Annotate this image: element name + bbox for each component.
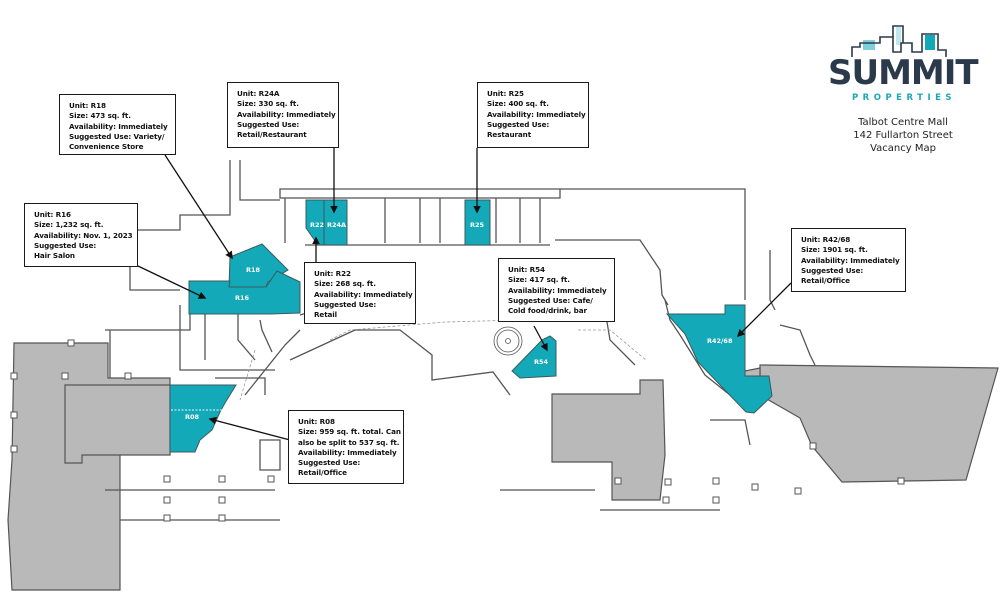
callout-r18: Unit: R18 Size: 473 sq. ft. Availability… xyxy=(59,94,176,155)
callout-line: Retail/Restaurant xyxy=(237,130,307,140)
callout-line: Suggested Use: Variety/ xyxy=(69,131,165,141)
unit-r25-area[interactable] xyxy=(464,199,491,246)
unit-r24a-area[interactable] xyxy=(323,199,348,246)
callout-line: Restaurant xyxy=(487,130,532,140)
callout-line: Unit: R25 xyxy=(487,89,524,98)
callout-line: Availability: Immediately xyxy=(298,447,397,457)
unit-r16-area[interactable] xyxy=(188,270,301,315)
callout-line: Size: 268 sq. ft. xyxy=(314,279,376,289)
callout-line: Retail/Office xyxy=(298,468,347,478)
callout-line: Suggested Use: xyxy=(34,240,97,250)
unit-label-r08: R08 xyxy=(185,413,200,421)
callout-line: Size: 330 sq. ft. xyxy=(237,99,299,109)
callout-line: Size: 400 sq. ft. xyxy=(487,99,549,109)
callout-line: Availability: Immediately xyxy=(237,109,336,119)
unit-labels: R18 R24A R25 R16 R22 R54 R42/68 R08 xyxy=(185,221,733,421)
unit-label-r22: R22 xyxy=(310,221,324,229)
callout-line: Availability: Immediately xyxy=(69,121,168,131)
callout-line: Size: 417 sq. ft. xyxy=(508,275,570,285)
unit-r42-68-area[interactable] xyxy=(665,304,773,414)
callout-line: Availability: Immediately xyxy=(314,289,413,299)
central-service-core xyxy=(551,379,666,501)
callout-line: Hair Salon xyxy=(34,251,75,261)
callout-r08: Unit: R08 Size: 959 sq. ft. total. Can a… xyxy=(288,410,404,484)
callout-line: Availability: Immediately xyxy=(487,109,586,119)
unit-label-r42-68: R42/68 xyxy=(707,337,733,345)
unit-r22-area[interactable] xyxy=(305,199,325,246)
logo-wordmark: SUMMIT xyxy=(828,53,979,93)
callout-line: Unit: R42/68 xyxy=(801,235,851,244)
logo-skyline-icon xyxy=(851,25,947,57)
unit-label-r25: R25 xyxy=(470,221,485,229)
callout-r54: Unit: R54 Size: 417 sq. ft. Availability… xyxy=(498,258,615,322)
callout-line: Unit: R16 xyxy=(34,210,71,219)
callout-line: Suggested Use: Cafe/ xyxy=(508,295,593,305)
map-title: Vacancy Map xyxy=(870,143,936,154)
callout-line: Retail xyxy=(314,310,338,320)
mall-name: Talbot Centre Mall xyxy=(858,117,948,128)
callout-line: Retail/Office xyxy=(801,276,850,286)
callout-r42-68: Unit: R42/68 Size: 1901 sq. ft. Availabi… xyxy=(791,228,906,292)
callout-line: also be split to 537 sq. ft. xyxy=(298,437,400,447)
mall-address: 142 Fullarton Street xyxy=(853,130,953,141)
columns xyxy=(10,339,905,522)
west-service-core xyxy=(64,384,171,464)
callout-line: Availability: Nov. 1, 2023 xyxy=(34,230,133,240)
arrow-r18 xyxy=(164,154,233,260)
unit-label-r16: R16 xyxy=(235,294,250,302)
callout-line: Unit: R54 xyxy=(508,265,545,274)
summit-properties-logo: SUMMIT PROPERTIES xyxy=(828,24,979,103)
callout-r22: Unit: R22 Size: 268 sq. ft. Availability… xyxy=(304,262,416,324)
callout-line: Size: 1,232 sq. ft. xyxy=(34,220,104,230)
callout-line: Availability: Immediately xyxy=(801,255,900,265)
unit-label-r24a: R24A xyxy=(327,221,346,229)
callout-line: Suggested Use: xyxy=(314,299,377,309)
leader-arrows xyxy=(137,148,792,441)
callout-line: Availability: Immediately xyxy=(508,285,607,295)
east-anchor-block xyxy=(759,364,999,483)
callout-line: Size: 959 sq. ft. total. Can xyxy=(298,427,401,437)
unit-label-r18: R18 xyxy=(246,266,261,274)
callout-r16: Unit: R16 Size: 1,232 sq. ft. Availabili… xyxy=(24,203,138,267)
map-info: Talbot Centre Mall 142 Fullarton Street … xyxy=(838,116,968,155)
arrow-r54 xyxy=(533,325,548,352)
callout-line: Cold food/drink, bar xyxy=(508,306,587,316)
vacant-units xyxy=(169,199,773,453)
unit-r08-area[interactable] xyxy=(169,384,237,453)
logo-tagline: PROPERTIES xyxy=(851,93,957,103)
west-anchor-block xyxy=(7,342,171,591)
callout-line: Convenience Store xyxy=(69,142,144,152)
callout-line: Suggested Use: xyxy=(801,265,864,275)
callout-line: Unit: R24A xyxy=(237,89,280,98)
arrow-r08 xyxy=(208,416,291,441)
callout-line: Unit: R22 xyxy=(314,269,351,278)
callout-line: Suggested Use: xyxy=(237,119,300,129)
callout-line: Suggested Use: xyxy=(298,458,361,468)
callout-line: Suggested Use: xyxy=(487,119,550,129)
arrow-r42-68 xyxy=(736,282,792,338)
callout-line: Unit: R08 xyxy=(298,417,335,426)
fountain-icon xyxy=(493,326,523,356)
unit-label-r54: R54 xyxy=(534,358,549,366)
arrow-r16 xyxy=(137,265,207,299)
callout-r25: Unit: R25 Size: 400 sq. ft. Availability… xyxy=(477,82,589,148)
occupied-areas xyxy=(7,342,999,591)
callout-r24a: Unit: R24A Size: 330 sq. ft. Availabilit… xyxy=(227,82,339,148)
callout-line: Size: 473 sq. ft. xyxy=(69,111,131,121)
callout-line: Unit: R18 xyxy=(69,101,106,110)
callout-line: Size: 1901 sq. ft. xyxy=(801,245,868,255)
